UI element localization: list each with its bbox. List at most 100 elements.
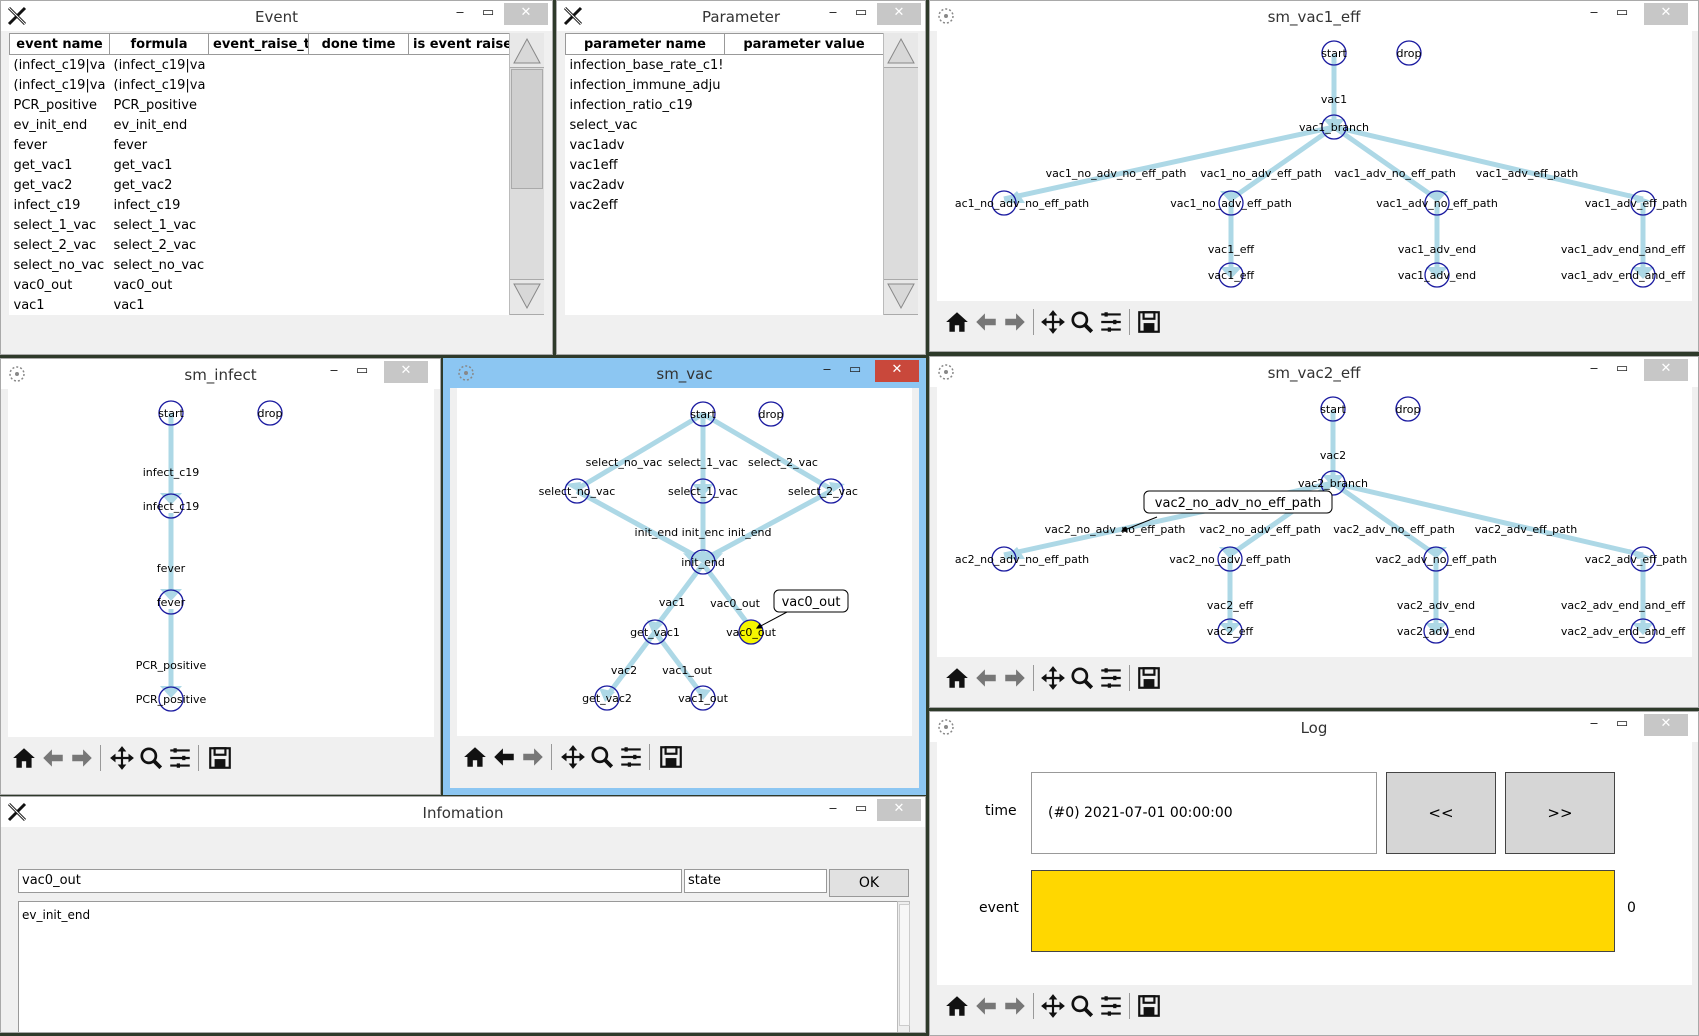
home-icon[interactable] [462, 744, 488, 770]
forward-icon[interactable] [520, 744, 546, 770]
save-icon[interactable] [1136, 309, 1162, 335]
column-header[interactable]: done time [308, 33, 409, 55]
information-titlebar[interactable]: Infomation ‒ ▭ ✕ [1, 797, 925, 827]
state-field[interactable]: state [684, 869, 827, 893]
zoom-icon[interactable] [589, 744, 615, 770]
save-icon[interactable] [1136, 665, 1162, 691]
event-titlebar[interactable]: Event ‒ ▭ ✕ [1, 1, 552, 31]
minimize-button[interactable]: ‒ [822, 362, 832, 377]
table-row[interactable]: infection_base_rate_c1! [566, 55, 884, 76]
close-button[interactable]: ✕ [384, 361, 428, 383]
name-field[interactable]: vac0_out [18, 869, 682, 893]
home-icon[interactable] [944, 993, 970, 1019]
close-button[interactable]: ✕ [877, 799, 921, 821]
zoom-icon[interactable] [1069, 309, 1095, 335]
close-button[interactable]: ✕ [1644, 3, 1688, 25]
parameter-scrollbar[interactable] [883, 33, 918, 315]
minimize-button[interactable]: ‒ [1589, 5, 1599, 20]
minimize-button[interactable]: ‒ [828, 801, 838, 816]
save-icon[interactable] [1136, 993, 1162, 1019]
column-header[interactable]: event_raise_ti [208, 33, 309, 55]
configure-icon[interactable] [1098, 665, 1124, 691]
pan-icon[interactable] [560, 744, 586, 770]
forward-icon[interactable] [1002, 309, 1028, 335]
scroll-up-arrow[interactable] [510, 33, 544, 68]
back-icon[interactable] [40, 745, 66, 771]
text-scrollbar[interactable] [897, 901, 910, 1032]
information-text-area[interactable]: ev_init_end [18, 901, 898, 1032]
maximize-button[interactable]: ▭ [1615, 361, 1629, 376]
scroll-down-arrow[interactable] [510, 279, 544, 315]
table-row[interactable]: vac1eff [566, 155, 884, 175]
maximize-button[interactable]: ▭ [355, 363, 369, 378]
column-header[interactable]: parameter name [565, 33, 725, 55]
sm-infect-titlebar[interactable]: sm_infect ‒ ▭ ✕ [1, 359, 440, 389]
maximize-button[interactable]: ▭ [481, 5, 495, 20]
back-icon[interactable] [973, 993, 999, 1019]
scroll-thumb[interactable] [899, 904, 910, 1026]
close-button[interactable]: ✕ [504, 3, 548, 25]
scroll-down-arrow[interactable] [884, 279, 918, 315]
column-header[interactable]: is event raise f [408, 33, 509, 55]
pan-icon[interactable] [109, 745, 135, 771]
back-icon[interactable] [973, 309, 999, 335]
pan-icon[interactable] [1040, 665, 1066, 691]
column-header[interactable]: formula [109, 33, 209, 55]
close-button[interactable]: ✕ [875, 360, 919, 382]
maximize-button[interactable]: ▭ [854, 801, 868, 816]
column-header[interactable]: event name [9, 33, 110, 55]
close-button[interactable]: ✕ [877, 3, 921, 25]
pan-icon[interactable] [1040, 309, 1066, 335]
minimize-button[interactable]: ‒ [329, 363, 339, 378]
next-button[interactable]: >> [1505, 772, 1615, 854]
log-titlebar[interactable]: Log ‒ ▭ ✕ [930, 712, 1698, 742]
event-scrollbar[interactable] [509, 33, 544, 315]
previous-button[interactable]: << [1386, 772, 1496, 854]
home-icon[interactable] [944, 309, 970, 335]
table-row[interactable]: infection_ratio_c19 [566, 95, 884, 115]
sm-vac-titlebar[interactable]: sm_vac ‒ ▭ ✕ [450, 358, 919, 388]
configure-icon[interactable] [167, 745, 193, 771]
save-icon[interactable] [207, 745, 233, 771]
sm-vac1-eff-titlebar[interactable]: sm_vac1_eff ‒ ▭ ✕ [930, 1, 1698, 31]
maximize-button[interactable]: ▭ [1615, 716, 1629, 731]
maximize-button[interactable]: ▭ [848, 362, 862, 377]
close-button[interactable]: ✕ [1644, 714, 1688, 736]
minimize-button[interactable]: ‒ [455, 5, 465, 20]
configure-icon[interactable] [1098, 993, 1124, 1019]
ok-button[interactable]: OK [829, 869, 909, 897]
configure-icon[interactable] [618, 744, 644, 770]
table-row[interactable]: (infect_c19|va(infect_c19|va [10, 75, 510, 95]
table-row[interactable]: infection_immune_adju [566, 75, 884, 95]
minimize-button[interactable]: ‒ [1589, 716, 1599, 731]
forward-icon[interactable] [1002, 993, 1028, 1019]
sm-vac2-eff-titlebar[interactable]: sm_vac2_eff ‒ ▭ ✕ [930, 357, 1698, 387]
column-header[interactable]: parameter value [724, 33, 883, 55]
forward-icon[interactable] [1002, 665, 1028, 691]
parameter-titlebar[interactable]: Parameter ‒ ▭ ✕ [557, 1, 925, 31]
configure-icon[interactable] [1098, 309, 1124, 335]
pan-icon[interactable] [1040, 993, 1066, 1019]
back-icon[interactable] [491, 744, 517, 770]
zoom-icon[interactable] [138, 745, 164, 771]
table-row[interactable]: vac1adv [566, 135, 884, 155]
maximize-button[interactable]: ▭ [1615, 5, 1629, 20]
scroll-thumb[interactable] [511, 69, 543, 189]
table-row[interactable]: select_vac [566, 115, 884, 135]
zoom-icon[interactable] [1069, 993, 1095, 1019]
zoom-icon[interactable] [1069, 665, 1095, 691]
maximize-button[interactable]: ▭ [854, 5, 868, 20]
minimize-button[interactable]: ‒ [1589, 361, 1599, 376]
home-icon[interactable] [944, 665, 970, 691]
save-icon[interactable] [658, 744, 684, 770]
